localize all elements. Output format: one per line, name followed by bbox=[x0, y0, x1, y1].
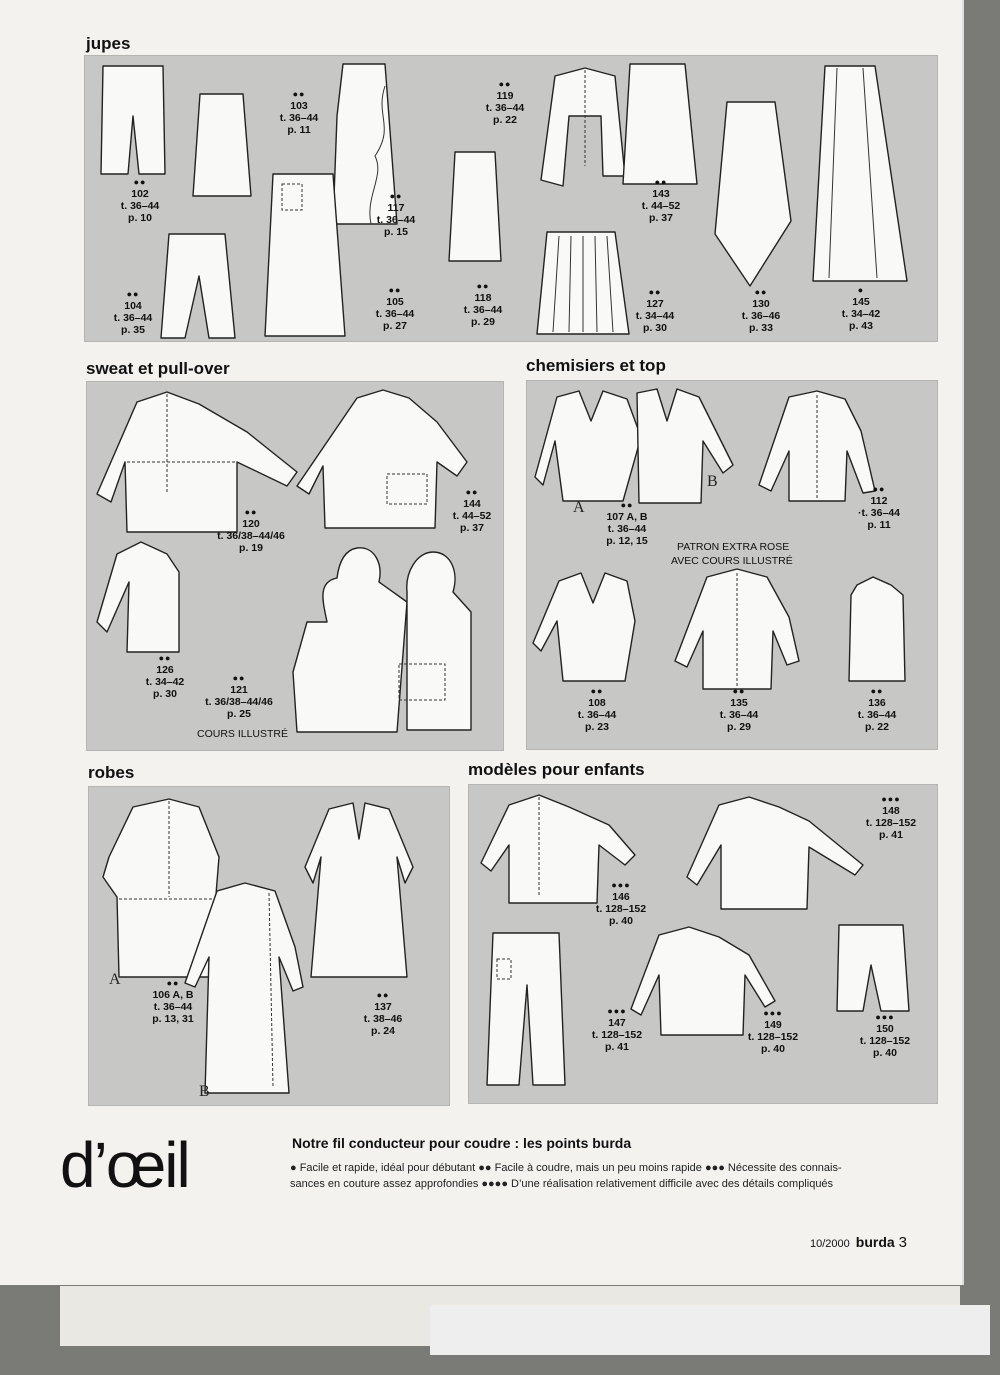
sweat-illustrations bbox=[96, 389, 472, 733]
note-patron-line1: PATRON EXTRA ROSE bbox=[677, 541, 790, 553]
section-title-chemisiers: chemisiers et top bbox=[526, 356, 666, 375]
brand-name: burda bbox=[855, 1234, 895, 1250]
dress-illustrations bbox=[102, 798, 414, 1094]
dress-variant-b: B bbox=[199, 1083, 210, 1100]
underlying-page-edge-2 bbox=[430, 1305, 990, 1355]
skirt-illustrations bbox=[100, 63, 908, 339]
section-title-sweat: sweat et pull-over bbox=[86, 359, 230, 378]
section-title-robes: robes bbox=[88, 763, 135, 782]
variant-letter-b: B bbox=[707, 473, 718, 490]
legend-title: Notre fil conducteur pour coudre : les p… bbox=[292, 1135, 632, 1151]
legend-line-2: sances en couture assez approfondies ●●●… bbox=[290, 1178, 834, 1190]
dress-variant-a: A bbox=[109, 971, 121, 988]
blouse-illustrations bbox=[532, 388, 906, 690]
note-cours-illustre: COURS ILLUSTRÉ bbox=[197, 728, 289, 740]
section-title-jupes: jupes bbox=[86, 34, 131, 53]
issue-date: 10/2000 bbox=[810, 1238, 850, 1250]
legend-line-1: ● Facile et rapide, idéal pour débutant … bbox=[290, 1162, 842, 1174]
variant-letter-a: A bbox=[573, 499, 585, 516]
magazine-page: jupes bbox=[0, 0, 962, 1285]
page-number: 3 bbox=[898, 1234, 907, 1251]
section-title-enfants: modèles pour enfants bbox=[468, 760, 645, 779]
note-patron-line2: AVEC COURS ILLUSTRÉ bbox=[671, 555, 793, 567]
kids-illustrations bbox=[480, 794, 910, 1086]
corner-word: d’œil bbox=[60, 1129, 191, 1201]
